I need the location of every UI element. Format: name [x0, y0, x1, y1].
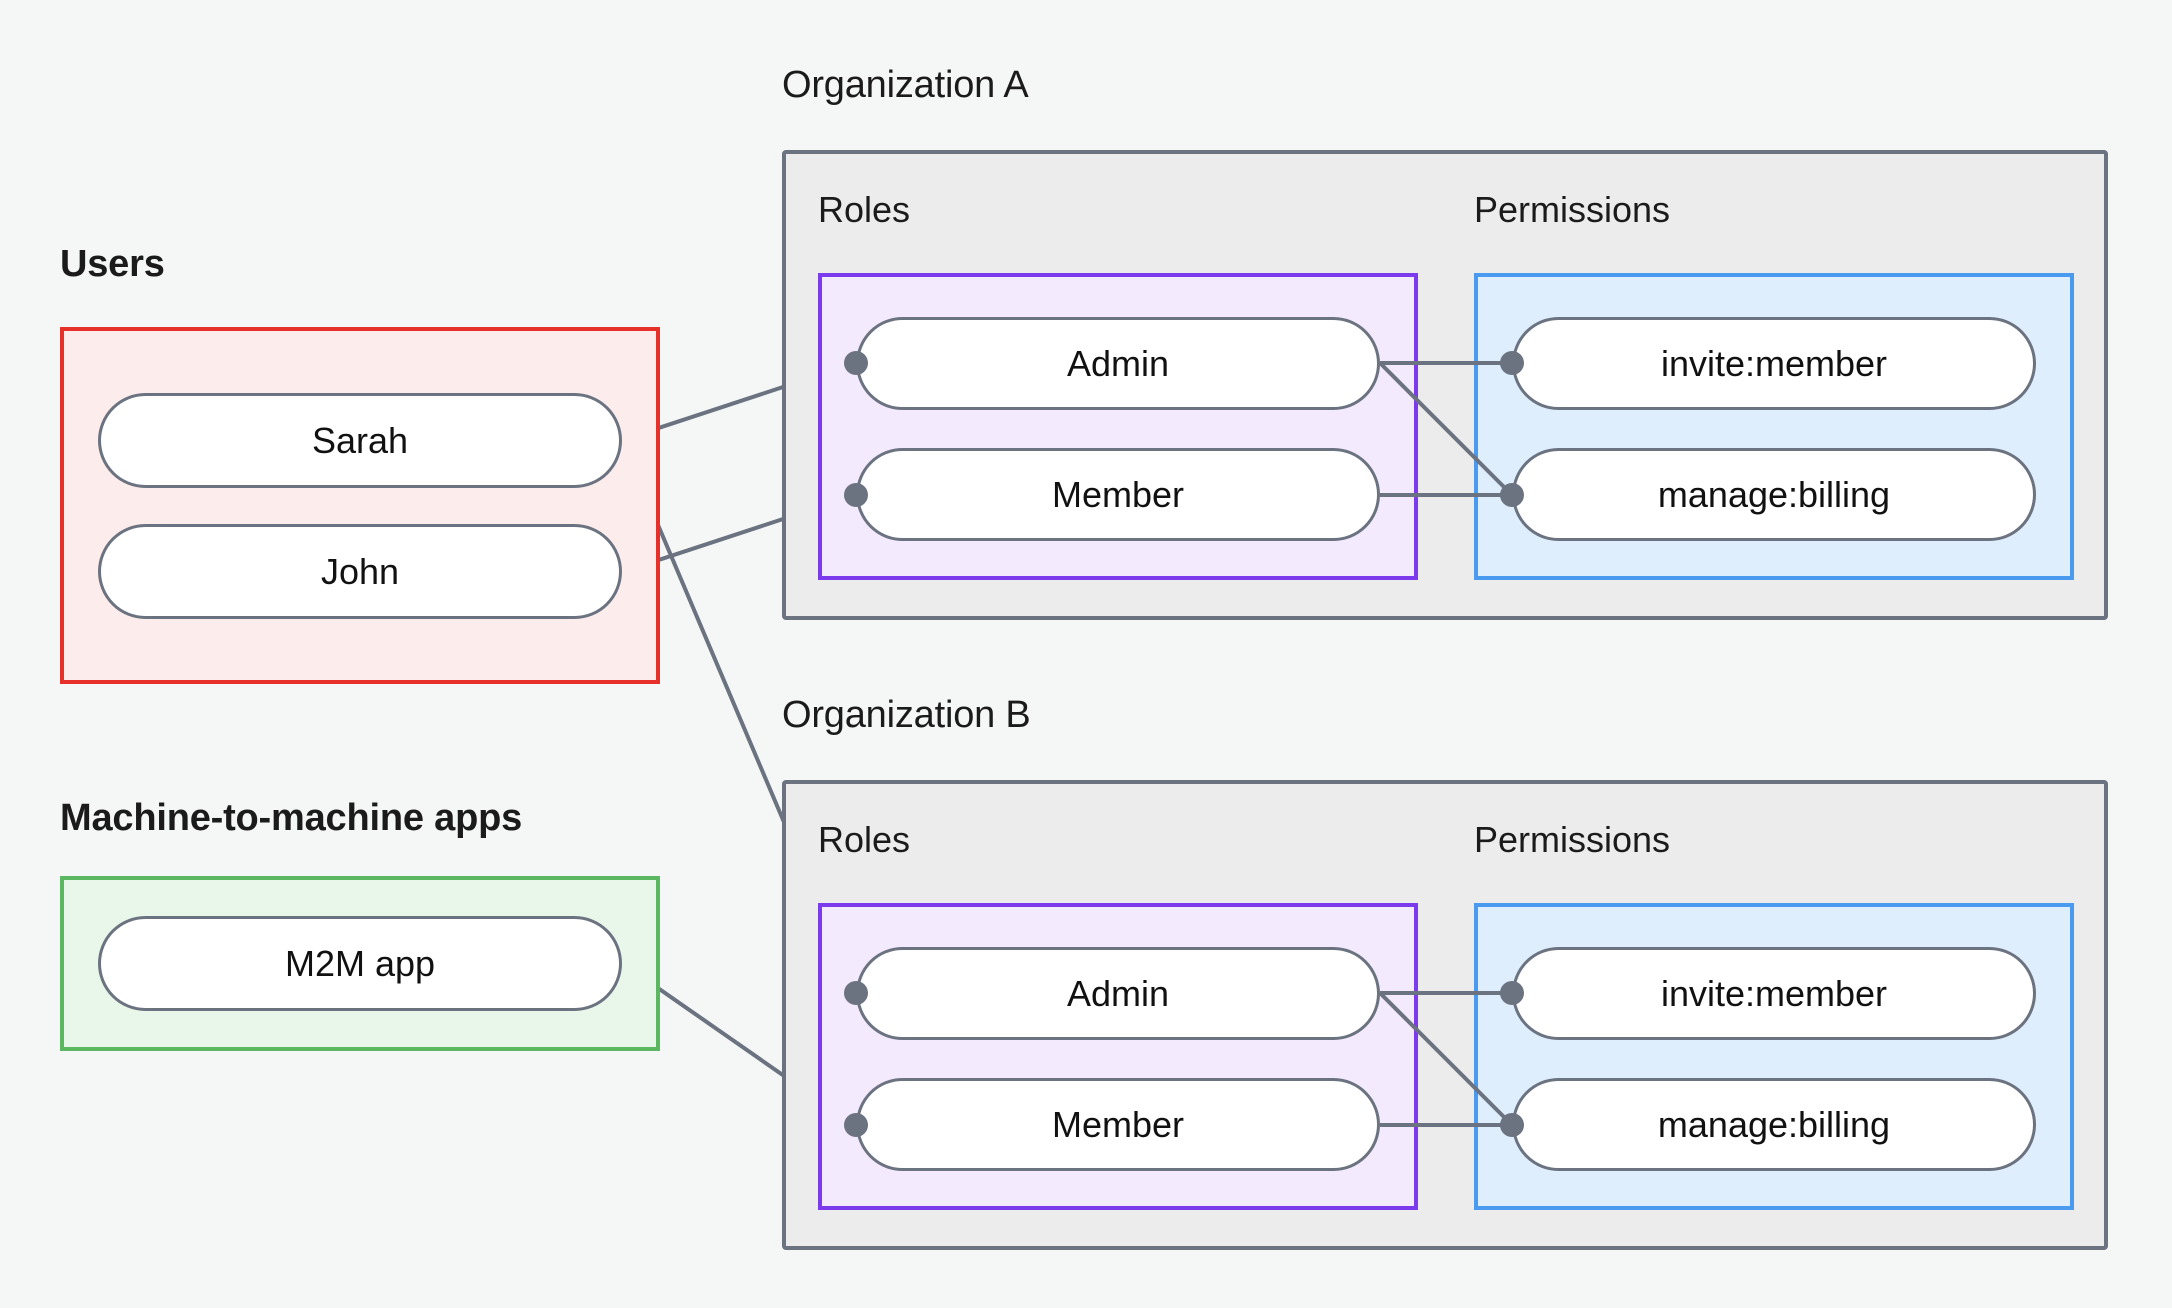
org-b-role-member-label: Member: [1051, 1103, 1185, 1145]
user-node-john-label: John: [320, 550, 400, 592]
m2m-node-app-label: M2M app: [284, 942, 436, 984]
org-a-role-member[interactable]: Member: [856, 448, 1380, 541]
users-group-label: Users: [60, 243, 165, 285]
org-a-role-admin[interactable]: Admin: [856, 317, 1380, 410]
user-node-sarah[interactable]: Sarah: [98, 393, 622, 488]
org-b-label: Organization B: [782, 694, 1031, 736]
users-group-box: [60, 327, 660, 684]
org-a-permission-manage-billing-label: manage:billing: [1657, 473, 1891, 515]
org-b-permissions-label: Permissions: [1474, 819, 1671, 860]
org-b-permission-manage-billing-label: manage:billing: [1657, 1103, 1891, 1145]
org-b-role-admin[interactable]: Admin: [856, 947, 1380, 1040]
org-b-permission-manage-billing[interactable]: manage:billing: [1512, 1078, 2036, 1171]
org-b-permission-invite-member-label: invite:member: [1660, 972, 1888, 1014]
user-node-john[interactable]: John: [98, 524, 622, 619]
org-a-roles-label: Roles: [818, 189, 911, 230]
org-b-permission-invite-member[interactable]: invite:member: [1512, 947, 2036, 1040]
org-a-role-member-label: Member: [1051, 473, 1185, 515]
org-b-role-admin-label: Admin: [1066, 972, 1170, 1014]
user-node-sarah-label: Sarah: [311, 419, 409, 461]
m2m-group-label: Machine-to-machine apps: [60, 797, 523, 839]
org-b-roles-label: Roles: [818, 819, 911, 860]
org-a-permissions-label: Permissions: [1474, 189, 1671, 230]
org-a-permission-invite-member[interactable]: invite:member: [1512, 317, 2036, 410]
org-a-permission-manage-billing[interactable]: manage:billing: [1512, 448, 2036, 541]
org-a-permission-invite-member-label: invite:member: [1660, 342, 1888, 384]
org-a-label: Organization A: [782, 64, 1029, 106]
org-b-role-member[interactable]: Member: [856, 1078, 1380, 1171]
org-a-role-admin-label: Admin: [1066, 342, 1170, 384]
m2m-node-app[interactable]: M2M app: [98, 916, 622, 1011]
